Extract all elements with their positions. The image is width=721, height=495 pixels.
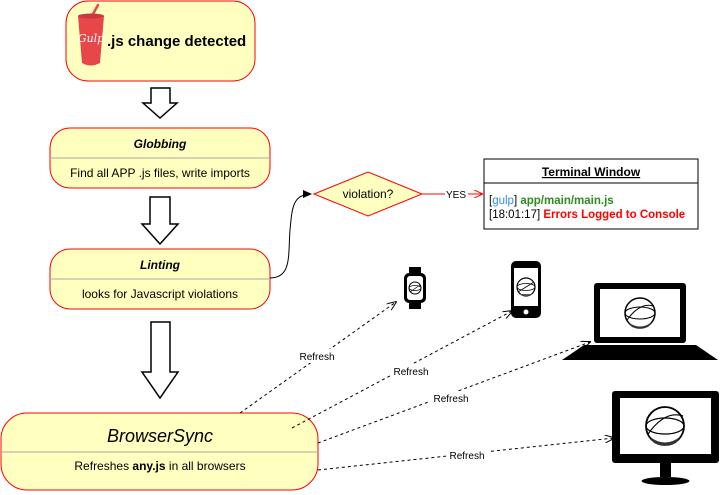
flow-arrow-3 [140,321,180,400]
terminal-line-1: [gulp] app/main/main.js [489,195,614,207]
terminal-line-2: [18:01:17] Errors Logged to Console [489,209,685,221]
browsersync-description: Refreshes any.js in all browsers [74,459,245,473]
refresh-label-laptop: Refresh [433,394,468,405]
trigger-label: .js change detected [107,33,246,50]
linting-title: Linting [140,258,181,272]
refresh-label-desktop: Refresh [449,451,484,462]
globbing-title: Globbing [134,137,187,151]
terminal-title: Terminal Window [542,165,641,179]
laptop-icon [562,283,718,360]
smartphone-icon [511,261,541,318]
smartwatch-icon [404,267,426,309]
browsersync-node: BrowserSync Refreshes any.js in all brow… [0,412,319,491]
browsersync-title: BrowserSync [107,426,213,446]
refresh-label-phone: Refresh [393,367,428,378]
gulp-logo-text: Gulp [78,32,104,45]
globbing-node: Globbing Find all APP .js files, write i… [49,127,271,189]
linting-description: looks for Javascript violations [82,287,238,301]
refresh-line-watch [239,302,396,414]
linting-node: Linting looks for Javascript violations [49,248,271,310]
decision-label: violation? [343,187,394,201]
refresh-connectors: Refresh Refresh Refresh Refresh [239,302,614,471]
desktop-monitor-icon [612,391,719,485]
refresh-line-desktop [317,438,614,471]
gulp-logo-icon: Gulp [78,3,104,66]
terminal-window: Terminal Window [gulp] app/main/main.js … [483,158,699,230]
flow-arrow-1 [141,87,179,120]
linting-to-decision-connector [269,190,312,279]
flow-arrow-2 [140,196,180,246]
refresh-label-watch: Refresh [299,352,334,363]
decision-node: violation? [312,171,424,217]
globbing-description: Find all APP .js files, write imports [70,166,250,180]
trigger-node: Gulp .js change detected [65,0,256,82]
yes-connector: YES [422,190,482,201]
yes-label: YES [446,190,466,201]
